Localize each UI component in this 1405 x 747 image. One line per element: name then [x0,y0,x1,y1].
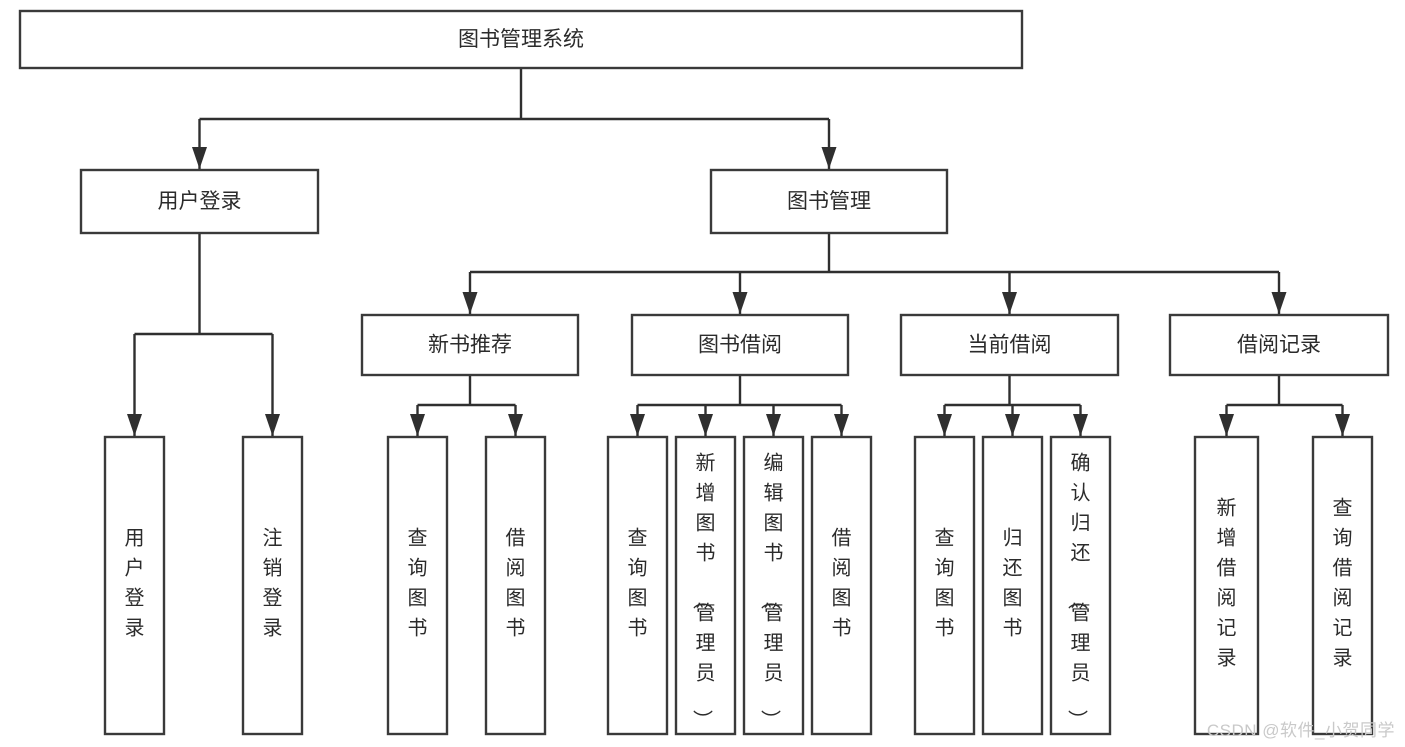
connector-arrow-icon [462,292,478,314]
connector-arrow-icon [1002,292,1017,314]
node-leaf-borrow-book-2[interactable]: 借阅图书 [810,435,873,736]
node-box-leaf-return-book[interactable] [981,435,1044,736]
node-leaf-query-book-1[interactable]: 查询图书 [386,435,449,736]
node-box-leaf-edit-book[interactable] [742,435,805,736]
node-box-root[interactable] [18,9,1024,70]
connector-arrow-icon [1219,414,1234,436]
node-newbook[interactable]: 新书推荐 [360,313,580,377]
node-label-bookmgmt: 图书管理 [787,190,871,213]
node-leaf-query-book-2[interactable]: 查询图书 [606,435,669,736]
node-bookmgmt[interactable]: 图书管理 [709,168,949,235]
node-label-leaf-query-record: 查询借阅记录 [1333,497,1353,670]
node-label-leaf-confirm-return: 确认归还（管理员） [1066,452,1091,730]
node-box-leaf-logout[interactable] [241,435,304,736]
connector-arrow-icon [937,414,952,436]
connector-arrow-icon [265,414,280,436]
node-leaf-add-record[interactable]: 新增借阅记录 [1193,435,1260,736]
node-box-leaf-query-book-2[interactable] [606,435,669,736]
node-label-leaf-query-book-2: 查询图书 [628,527,648,640]
node-box-leaf-add-record[interactable] [1193,435,1260,736]
node-box-records[interactable] [1168,313,1390,377]
node-leaf-query-book-3[interactable]: 查询图书 [913,435,976,736]
watermark-label: CSDN @软件_小贺同学 [1206,721,1395,740]
node-box-leaf-borrow-book-1[interactable] [484,435,547,736]
connector-arrow-icon [821,147,837,169]
connector-arrow-icon [410,414,425,436]
node-label-leaf-query-book-1: 查询图书 [408,527,428,640]
node-label-leaf-return-book: 归还图书 [1003,527,1023,640]
connector-arrow-icon [732,292,748,314]
node-box-newbook[interactable] [360,313,580,377]
connector-arrow-icon [698,414,713,436]
node-leaf-add-book[interactable]: 新增图书（管理员） [674,435,737,736]
connector-layer [127,68,1350,436]
node-label-leaf-borrow-book-1: 借阅图书 [506,527,526,640]
node-label-leaf-query-book-3: 查询图书 [935,527,955,640]
node-borrow[interactable]: 图书借阅 [630,313,850,377]
node-box-leaf-borrow-book-2[interactable] [810,435,873,736]
node-label-records: 借阅记录 [1237,334,1321,357]
node-label-leaf-borrow-book-2: 借阅图书 [832,527,852,640]
node-box-leaf-confirm-return[interactable] [1049,435,1112,736]
connector-arrow-icon [630,414,645,436]
node-leaf-user-login[interactable]: 用户登录 [103,435,166,736]
connector-arrow-icon [1335,414,1350,436]
node-label-leaf-add-record: 新增借阅记录 [1217,497,1237,670]
connector-arrow-icon [127,414,142,436]
node-label-leaf-add-book: 新增图书（管理员） [691,452,716,730]
node-box-leaf-query-book-1[interactable] [386,435,449,736]
connector-arrow-icon [508,414,523,436]
node-box-leaf-add-book[interactable] [674,435,737,736]
node-box-bookmgmt[interactable] [709,168,949,235]
connector-arrow-icon [192,147,207,169]
node-label-borrow: 图书借阅 [698,334,782,357]
connector-arrow-icon [766,414,781,436]
node-layer: 图书管理系统用户登录图书管理新书推荐图书借阅当前借阅借阅记录用户登录注销登录查询… [18,9,1390,736]
connector-arrow-icon [1271,292,1287,314]
node-label-leaf-logout: 注销登录 [263,527,283,640]
node-box-login[interactable] [79,168,320,235]
connector-arrow-icon [1005,414,1020,436]
node-current[interactable]: 当前借阅 [899,313,1120,377]
node-box-leaf-query-book-3[interactable] [913,435,976,736]
node-box-leaf-user-login[interactable] [103,435,166,736]
node-label-current: 当前借阅 [968,334,1052,357]
node-leaf-edit-book[interactable]: 编辑图书（管理员） [742,435,805,736]
node-label-leaf-edit-book: 编辑图书（管理员） [759,452,784,730]
node-leaf-confirm-return[interactable]: 确认归还（管理员） [1049,435,1112,736]
node-leaf-borrow-book-1[interactable]: 借阅图书 [484,435,547,736]
node-root[interactable]: 图书管理系统 [18,9,1024,70]
node-leaf-return-book[interactable]: 归还图书 [981,435,1044,736]
connector-arrow-icon [834,414,849,436]
node-label-leaf-user-login: 用户登录 [125,528,145,640]
node-box-borrow[interactable] [630,313,850,377]
node-label-login: 用户登录 [158,190,242,213]
node-box-current[interactable] [899,313,1120,377]
node-leaf-query-record[interactable]: 查询借阅记录 [1311,435,1374,736]
node-leaf-logout[interactable]: 注销登录 [241,435,304,736]
node-label-root: 图书管理系统 [458,28,584,51]
node-records[interactable]: 借阅记录 [1168,313,1390,377]
node-label-newbook: 新书推荐 [428,334,512,357]
node-login[interactable]: 用户登录 [79,168,320,235]
connector-arrow-icon [1073,414,1088,436]
node-box-leaf-query-record[interactable] [1311,435,1374,736]
